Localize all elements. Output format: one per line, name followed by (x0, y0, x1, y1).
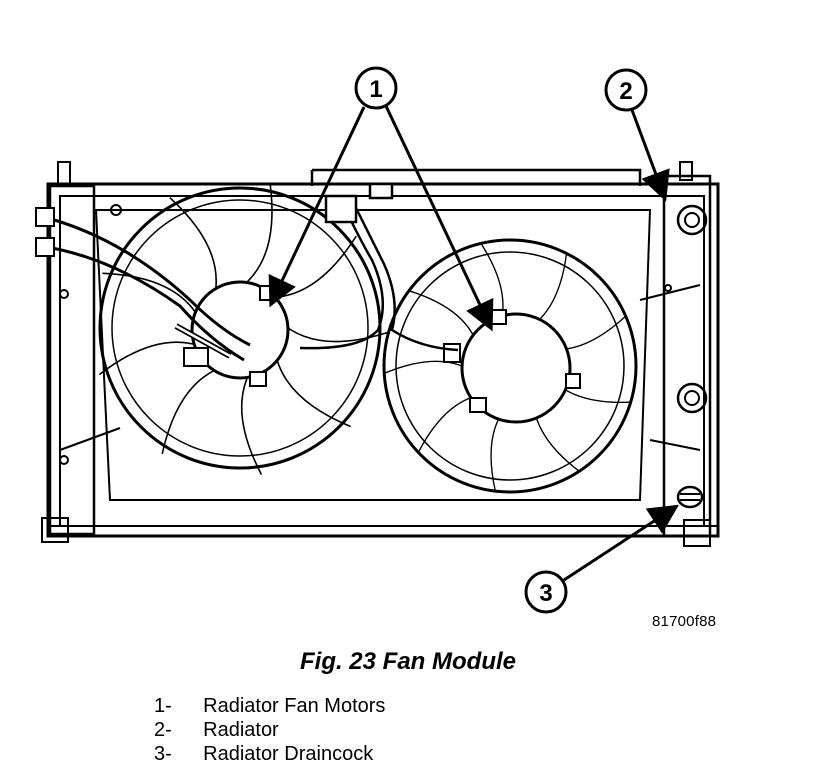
callout-1-arrow-left (268, 106, 366, 308)
radiator-draincock (676, 485, 704, 509)
callout-1-arrow-right (384, 105, 494, 332)
callout-1-number: 1 (369, 76, 382, 103)
callout-1: 1 (268, 66, 494, 332)
legend-item-number: 1 (154, 695, 166, 717)
legend-item-number: 3 (154, 743, 166, 765)
legend: 1 - Radiator Fan Motors 2 - Radiator 3 -… (154, 694, 385, 766)
callout-2-number: 2 (619, 78, 632, 105)
callout-3: 3 (524, 504, 680, 614)
legend-item: 1 - Radiator Fan Motors (154, 695, 386, 717)
radiator (41, 161, 720, 547)
callout-2-arrow (630, 109, 670, 202)
right-fan (382, 238, 638, 494)
fan-module-illustration: 1 2 3 (35, 66, 720, 614)
left-fan (96, 182, 390, 477)
callout-2: 2 (604, 68, 670, 202)
callout-3-number: 3 (539, 580, 552, 607)
figure-caption: Fig. 23 Fan Module (299, 648, 516, 675)
legend-item-number: 2 (154, 719, 166, 741)
wiring-harness (35, 182, 459, 367)
figure-code: 81700f88 (652, 613, 717, 630)
callout-3-arrow (563, 504, 680, 582)
legend-item: 2 - Radiator (154, 719, 279, 741)
legend-item-label: Radiator Fan Motors (203, 695, 386, 717)
legend-item: 3 - Radiator Draincock (154, 743, 374, 765)
legend-item-label: Radiator Draincock (203, 743, 374, 765)
legend-item-label: Radiator (203, 719, 279, 741)
